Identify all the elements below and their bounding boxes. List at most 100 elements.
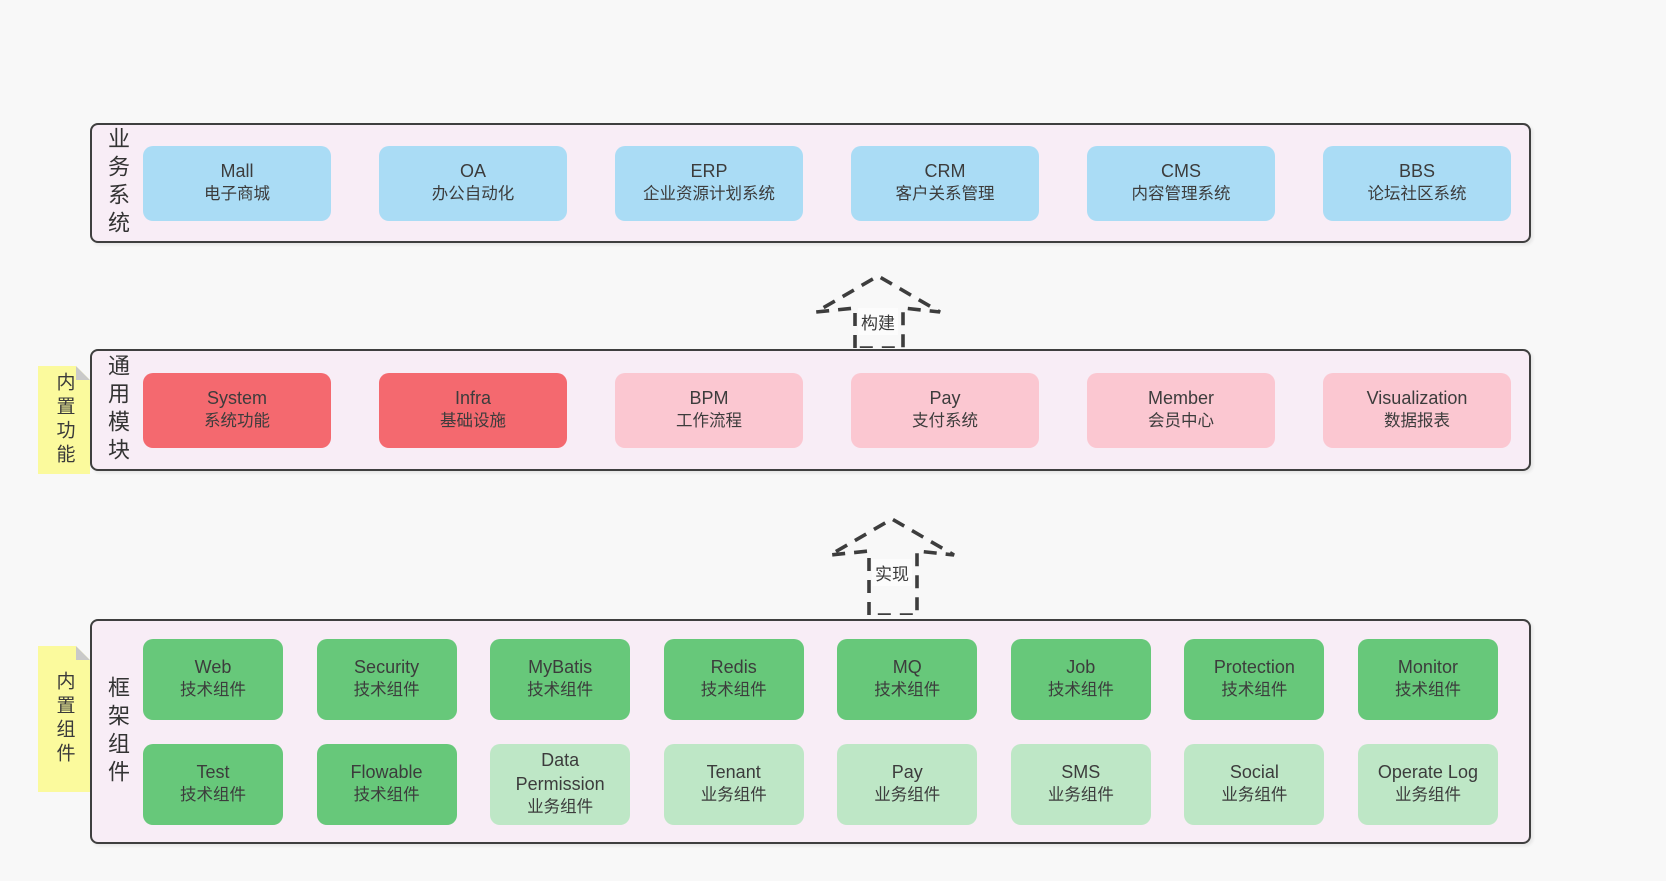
note-label: 内置功能: [53, 372, 75, 468]
box-subtitle: 工作流程: [676, 412, 742, 431]
module-box-bpm: BPM 工作流程: [615, 372, 803, 448]
dashed-up-arrow-icon: [815, 273, 941, 348]
component-box-tenant: Tenant 业务组件: [663, 743, 804, 825]
box-subtitle: 技术组件: [353, 786, 420, 805]
component-box-job: Job 技术组件: [1010, 638, 1151, 720]
box-subtitle: 业务组件: [1047, 786, 1114, 805]
box-subtitle: 技术组件: [180, 786, 246, 805]
box-title: Pay: [891, 761, 923, 782]
component-box-monitor: Monitor 技术组件: [1357, 638, 1498, 720]
box-subtitle: 基础设施: [440, 412, 506, 431]
box-subtitle: 技术组件: [353, 681, 420, 700]
box-subtitle: 业务组件: [527, 798, 594, 817]
module-box-pay: Pay 支付系统: [851, 372, 1039, 448]
box-subtitle: 技术组件: [1047, 681, 1114, 700]
box-title: OA: [459, 160, 486, 181]
component-box-pay: Pay 业务组件: [837, 743, 978, 825]
box-title: BPM: [689, 387, 729, 408]
system-box-erp: ERP 企业资源计划系统: [615, 145, 803, 221]
box-title: BBS: [1398, 160, 1436, 181]
component-box-redis: Redis 技术组件: [663, 638, 804, 720]
arrow-implement: 实现: [822, 515, 962, 615]
sticky-note-builtin-features: 内置功能: [38, 366, 90, 474]
box-title: Operate Log: [1377, 761, 1478, 782]
band-label-framework-components: 框架组件: [105, 675, 130, 788]
folded-corner-icon: [76, 366, 90, 380]
system-box-crm: CRM 客户关系管理: [851, 145, 1039, 221]
box-title: Monitor: [1397, 656, 1458, 677]
box-title: Flowable: [350, 761, 423, 782]
band-common-modules: 通用模块 System 系统功能 Infra 基础设施 BPM 工作流程 Pay…: [90, 349, 1531, 471]
component-box-protection: Protection 技术组件: [1184, 638, 1325, 720]
box-title: Redis: [710, 656, 757, 677]
box-subtitle: 技术组件: [874, 681, 941, 700]
band1-row: Mall 电子商城 OA 办公自动化 ERP 企业资源计划系统 CRM 客户关系…: [133, 145, 1529, 221]
band-business-systems: 业务系统 Mall 电子商城 OA 办公自动化 ERP 企业资源计划系统 CRM…: [90, 123, 1531, 243]
box-title: Mall: [220, 160, 254, 181]
box-subtitle: 论坛社区系统: [1367, 185, 1467, 204]
box-title: Social: [1229, 761, 1279, 782]
box-subtitle: 内容管理系统: [1131, 185, 1231, 204]
box-title: Job: [1066, 656, 1096, 677]
box-subtitle: 客户关系管理: [895, 185, 995, 204]
band3-row-2: Test 技术组件 Flowable 技术组件 Data Permission …: [143, 743, 1498, 825]
component-box-flowable: Flowable 技术组件: [316, 743, 457, 825]
component-box-mq: MQ 技术组件: [837, 638, 978, 720]
box-title: MyBatis: [528, 656, 593, 677]
component-box-web: Web 技术组件: [143, 638, 283, 720]
box-subtitle: 办公自动化: [431, 185, 515, 204]
system-box-oa: OA 办公自动化: [379, 145, 567, 221]
system-box-mall: Mall 电子商城: [143, 145, 331, 221]
box-subtitle: 业务组件: [1394, 786, 1461, 805]
arrow-build: 构建: [808, 272, 948, 348]
box-title: Infra: [454, 387, 492, 408]
box-title: Web: [194, 656, 232, 677]
component-box-operate-log: Operate Log 业务组件: [1357, 743, 1498, 825]
sticky-note-builtin-components: 内置组件: [38, 646, 90, 792]
box-title: Pay: [929, 387, 961, 408]
box-title: Member: [1147, 387, 1214, 408]
band3-grid: Web 技术组件 Security 技术组件 MyBatis 技术组件 Redi…: [133, 638, 1529, 825]
band-label-business-systems: 业务系统: [105, 127, 130, 239]
component-box-security: Security 技术组件: [316, 638, 457, 720]
box-subtitle: 技术组件: [1394, 681, 1461, 700]
component-box-mybatis: MyBatis 技术组件: [490, 638, 631, 720]
box-title: Tenant: [706, 761, 761, 782]
box-title: System: [206, 387, 267, 408]
box-title: Test: [196, 761, 230, 782]
box-title: MQ: [892, 656, 922, 677]
box-title: Visualization: [1366, 387, 1468, 408]
note-label: 内置组件: [53, 671, 75, 767]
component-box-social: Social 业务组件: [1184, 743, 1325, 825]
box-subtitle: 技术组件: [180, 681, 246, 700]
box-title: CMS: [1161, 160, 1201, 181]
module-box-member: Member 会员中心: [1087, 372, 1275, 448]
box-subtitle: 电子商城: [204, 185, 270, 204]
band3-row-1: Web 技术组件 Security 技术组件 MyBatis 技术组件 Redi…: [143, 638, 1498, 720]
module-box-system: System 系统功能: [143, 372, 331, 448]
box-subtitle: 技术组件: [527, 681, 594, 700]
band-label-common-modules: 通用模块: [105, 354, 130, 466]
box-title: Security: [354, 656, 420, 677]
box-subtitle: 技术组件: [1221, 681, 1288, 700]
module-box-visualization: Visualization 数据报表: [1323, 372, 1511, 448]
box-title: CRM: [924, 160, 966, 181]
component-box-data-permission: Data Permission 业务组件: [490, 743, 631, 825]
box-subtitle: 技术组件: [700, 681, 767, 700]
component-box-sms: SMS 业务组件: [1010, 743, 1151, 825]
box-subtitle: 业务组件: [874, 786, 941, 805]
arrow-build-label: 构建: [858, 308, 898, 335]
box-title: SMS: [1061, 761, 1101, 782]
system-box-cms: CMS 内容管理系统: [1087, 145, 1275, 221]
component-box-test: Test 技术组件: [143, 743, 283, 825]
box-subtitle: 支付系统: [912, 412, 978, 431]
box-subtitle: 企业资源计划系统: [643, 185, 775, 204]
box-subtitle: 业务组件: [1221, 786, 1288, 805]
box-subtitle: 系统功能: [204, 412, 270, 431]
box-subtitle: 数据报表: [1384, 412, 1450, 431]
module-box-infra: Infra 基础设施: [379, 372, 567, 448]
box-title: Protection: [1213, 656, 1295, 677]
box-subtitle: 会员中心: [1148, 412, 1214, 431]
box-title: ERP: [690, 160, 728, 181]
